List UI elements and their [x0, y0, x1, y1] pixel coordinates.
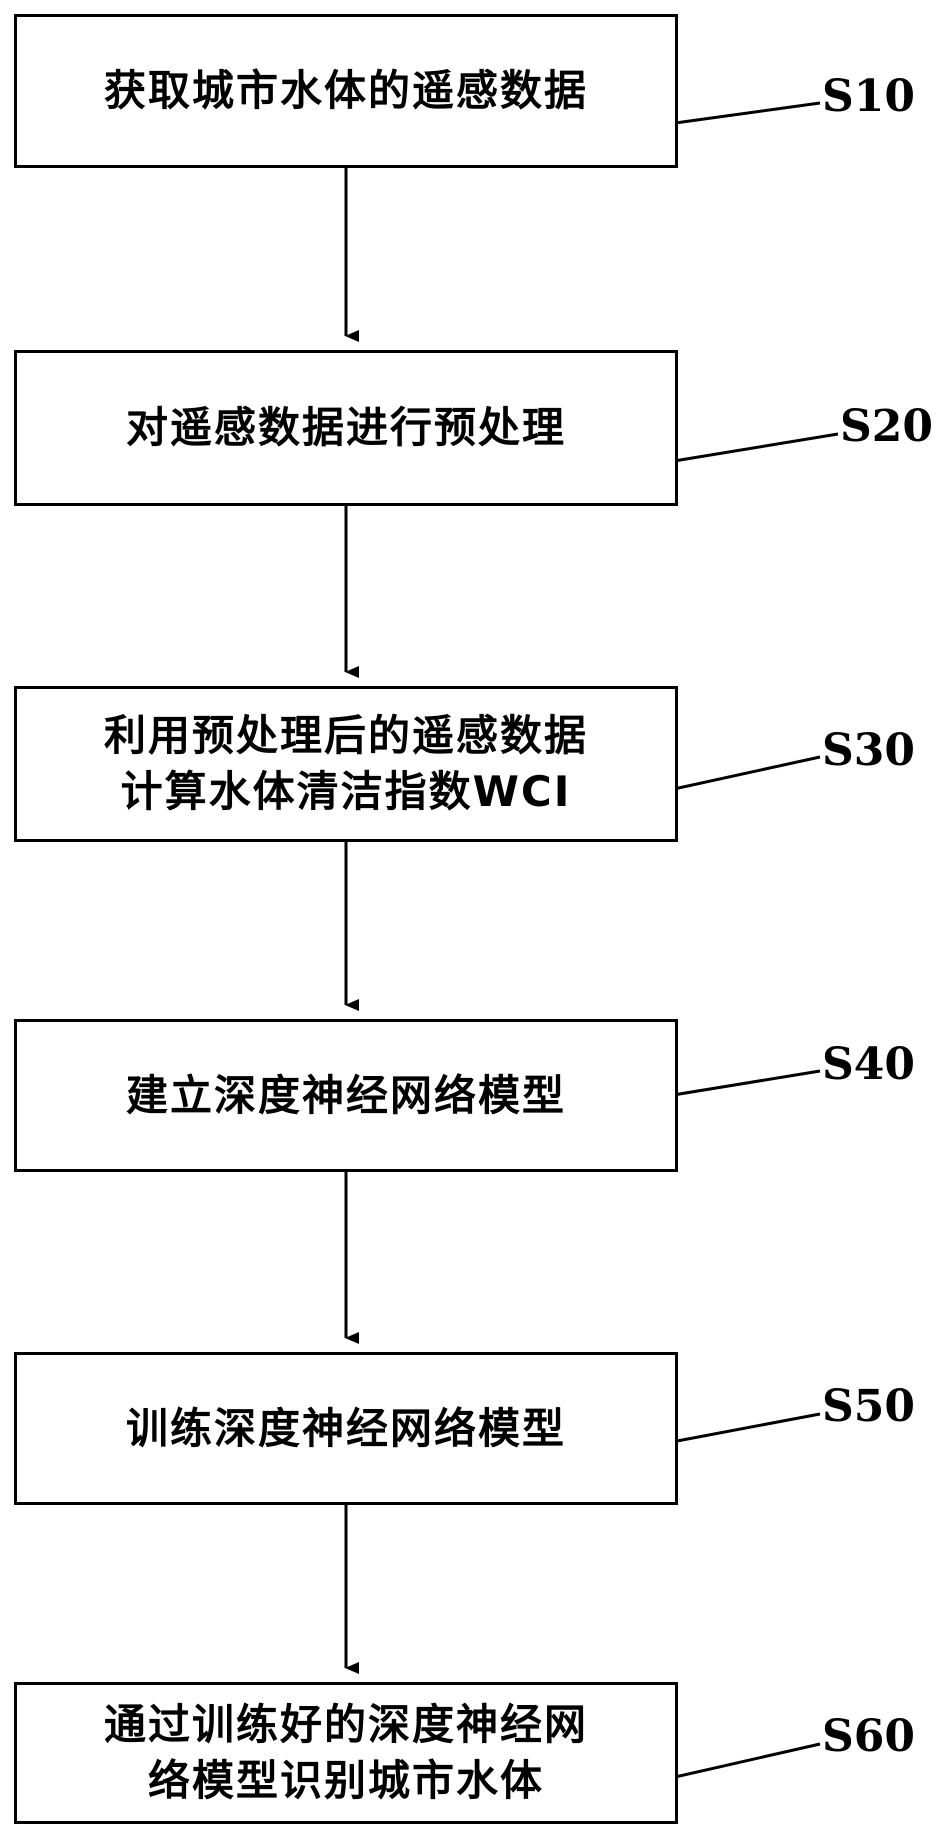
step-text-line: 获取城市水体的遥感数据: [103, 66, 588, 115]
step-box-s10: 获取城市水体的遥感数据: [14, 14, 678, 168]
step-text-s40: 建立深度神经网络模型: [126, 1068, 566, 1124]
step-text-line: 计算水体清洁指数WCI: [120, 767, 572, 816]
step-label-s20: S20: [840, 401, 934, 452]
step-label-s50: S50: [822, 1381, 916, 1432]
step-label-s30: S30: [822, 725, 916, 776]
step-label-s60: S60: [822, 1711, 916, 1762]
step-box-s20: 对遥感数据进行预处理: [14, 350, 678, 506]
leader-line-s20: [667, 432, 839, 464]
step-box-s40: 建立深度神经网络模型: [14, 1019, 678, 1172]
step-label-s40: S40: [822, 1039, 916, 1090]
step-text-line: 络模型识别城市水体: [147, 1756, 544, 1805]
step-box-s30: 利用预处理后的遥感数据 计算水体清洁指数WCI: [14, 686, 678, 842]
leader-line-s10: [667, 101, 821, 126]
leader-line-s40: [654, 1069, 821, 1100]
step-text-line: 通过训练好的深度神经网: [103, 1700, 588, 1749]
step-text-line: 建立深度神经网络模型: [125, 1070, 566, 1120]
step-text-line: 训练深度神经网络模型: [125, 1403, 566, 1453]
step-text-s50: 训练深度神经网络模型: [126, 1401, 566, 1457]
step-box-s60: 通过训练好的深度神经网 络模型识别城市水体: [14, 1682, 678, 1824]
step-text-s10: 获取城市水体的遥感数据: [104, 63, 588, 119]
step-text-s20: 对遥感数据进行预处理: [126, 400, 566, 456]
step-box-s50: 训练深度神经网络模型: [14, 1352, 678, 1505]
step-text-s60: 通过训练好的深度神经网 络模型识别城市水体: [104, 1697, 588, 1809]
step-text-line: 对遥感数据进行预处理: [125, 403, 566, 452]
step-text-line: 利用预处理后的遥感数据: [103, 711, 588, 760]
step-label-s10: S10: [822, 71, 916, 122]
step-text-s30: 利用预处理后的遥感数据 计算水体清洁指数WCI: [104, 708, 588, 820]
